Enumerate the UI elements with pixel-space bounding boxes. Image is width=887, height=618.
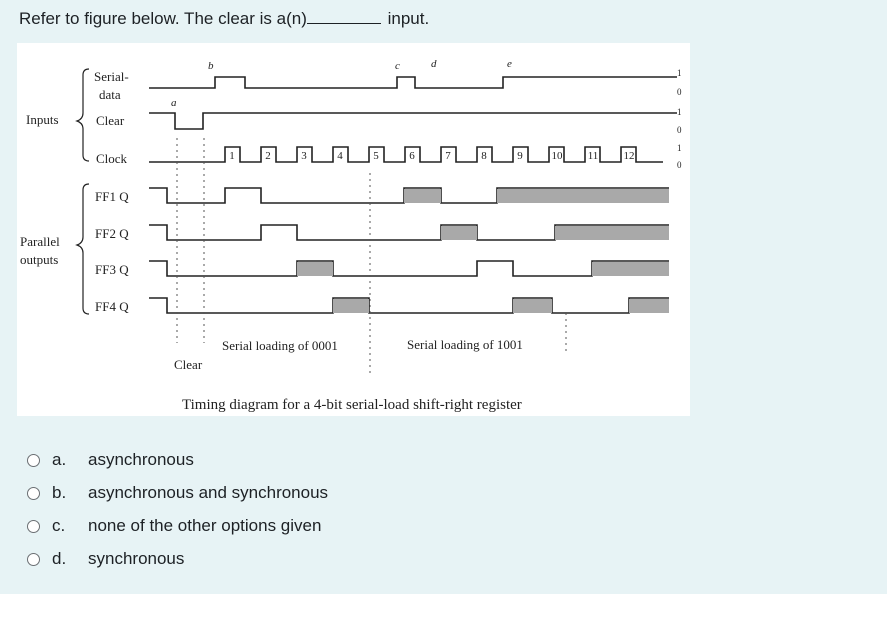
- figure-caption: Timing diagram for a 4-bit serial-load s…: [182, 397, 522, 413]
- shaded-highs: [297, 189, 669, 313]
- option-d[interactable]: d. synchronous: [27, 547, 184, 571]
- level-label: 0: [677, 160, 682, 170]
- clock-number: 4: [337, 150, 343, 162]
- ff1-label: FF1 Q: [95, 189, 129, 204]
- option-letter: b.: [52, 483, 67, 502]
- serial-data-label-line1: Serial-: [94, 69, 129, 84]
- clock-label: Clock: [96, 151, 128, 166]
- ff2-wave: [149, 224, 669, 241]
- option-c[interactable]: c. none of the other options given: [27, 514, 321, 538]
- level-label: 1: [677, 107, 682, 117]
- option-label[interactable]: asynchronous and synchronous: [88, 483, 329, 502]
- annotation-serial-1001: Serial loading of 1001: [407, 337, 523, 352]
- inputs-group-label: Inputs: [26, 112, 59, 127]
- clock-number: 8: [481, 150, 487, 162]
- timing-diagram-figure: Inputs Parallel outputs Serial- data Cle…: [17, 43, 690, 416]
- clock-number: 1: [229, 150, 235, 162]
- radio-button-c[interactable]: [27, 519, 40, 533]
- answer-blank: [306, 9, 381, 24]
- ff3-label: FF3 Q: [95, 262, 129, 277]
- option-label[interactable]: asynchronous: [88, 450, 194, 469]
- ff1-wave: [149, 187, 669, 204]
- clock-number: 6: [409, 150, 415, 162]
- marker-a: a: [171, 97, 177, 109]
- radio-button-d[interactable]: [27, 552, 40, 566]
- option-label[interactable]: synchronous: [88, 549, 185, 568]
- guide-ticks: [176, 138, 567, 373]
- option-letter: a.: [52, 450, 67, 469]
- level-label: 0: [677, 125, 682, 135]
- annotation-clear: Clear: [174, 357, 203, 372]
- question-text-after: input.: [387, 9, 430, 28]
- clock-number: 10: [552, 150, 564, 162]
- clear-wave: [149, 112, 677, 130]
- question-text: Refer to figure below. The clear is a(n)…: [19, 9, 429, 29]
- option-letter: c.: [52, 516, 66, 535]
- waveforms: [149, 76, 677, 314]
- serial-data-label-line2: data: [99, 87, 121, 102]
- annotation-serial-0001: Serial loading of 0001: [222, 338, 338, 353]
- option-label[interactable]: none of the other options given: [88, 516, 322, 535]
- clock-number: 7: [445, 150, 451, 162]
- clock-number: 12: [624, 150, 635, 162]
- question-text-before: Refer to figure below. The clear is a(n): [19, 9, 307, 28]
- group-brackets: [75, 68, 90, 315]
- clear-label: Clear: [96, 113, 125, 128]
- marker-d: d: [431, 58, 437, 70]
- marker-e: e: [507, 58, 512, 70]
- level-label: 1: [677, 143, 682, 153]
- clock-number: 2: [265, 150, 271, 162]
- clock-number: 5: [373, 150, 379, 162]
- ff2-label: FF2 Q: [95, 226, 129, 241]
- option-b[interactable]: b. asynchronous and synchronous: [27, 481, 328, 505]
- marker-c: c: [395, 60, 400, 72]
- outputs-group-label-line1: Parallel: [20, 234, 60, 249]
- clock-number: 3: [301, 150, 307, 162]
- option-a[interactable]: a. asynchronous: [27, 448, 194, 472]
- radio-button-b[interactable]: [27, 486, 40, 500]
- level-label: 0: [677, 87, 682, 97]
- marker-b: b: [208, 60, 214, 72]
- ff3-wave: [149, 260, 669, 277]
- outputs-group-label-line2: outputs: [20, 252, 58, 267]
- ff4-label: FF4 Q: [95, 299, 129, 314]
- clock-wave: [149, 146, 663, 163]
- option-letter: d.: [52, 549, 67, 568]
- serial-data-wave: [149, 76, 677, 89]
- timing-diagram: Inputs Parallel outputs Serial- data Cle…: [20, 58, 682, 413]
- clock-number: 11: [588, 150, 599, 162]
- level-label: 1: [677, 68, 682, 78]
- clock-number: 9: [517, 150, 523, 162]
- ff4-wave: [149, 297, 669, 314]
- radio-button-a[interactable]: [27, 453, 40, 467]
- question-card: Refer to figure below. The clear is a(n)…: [0, 0, 887, 594]
